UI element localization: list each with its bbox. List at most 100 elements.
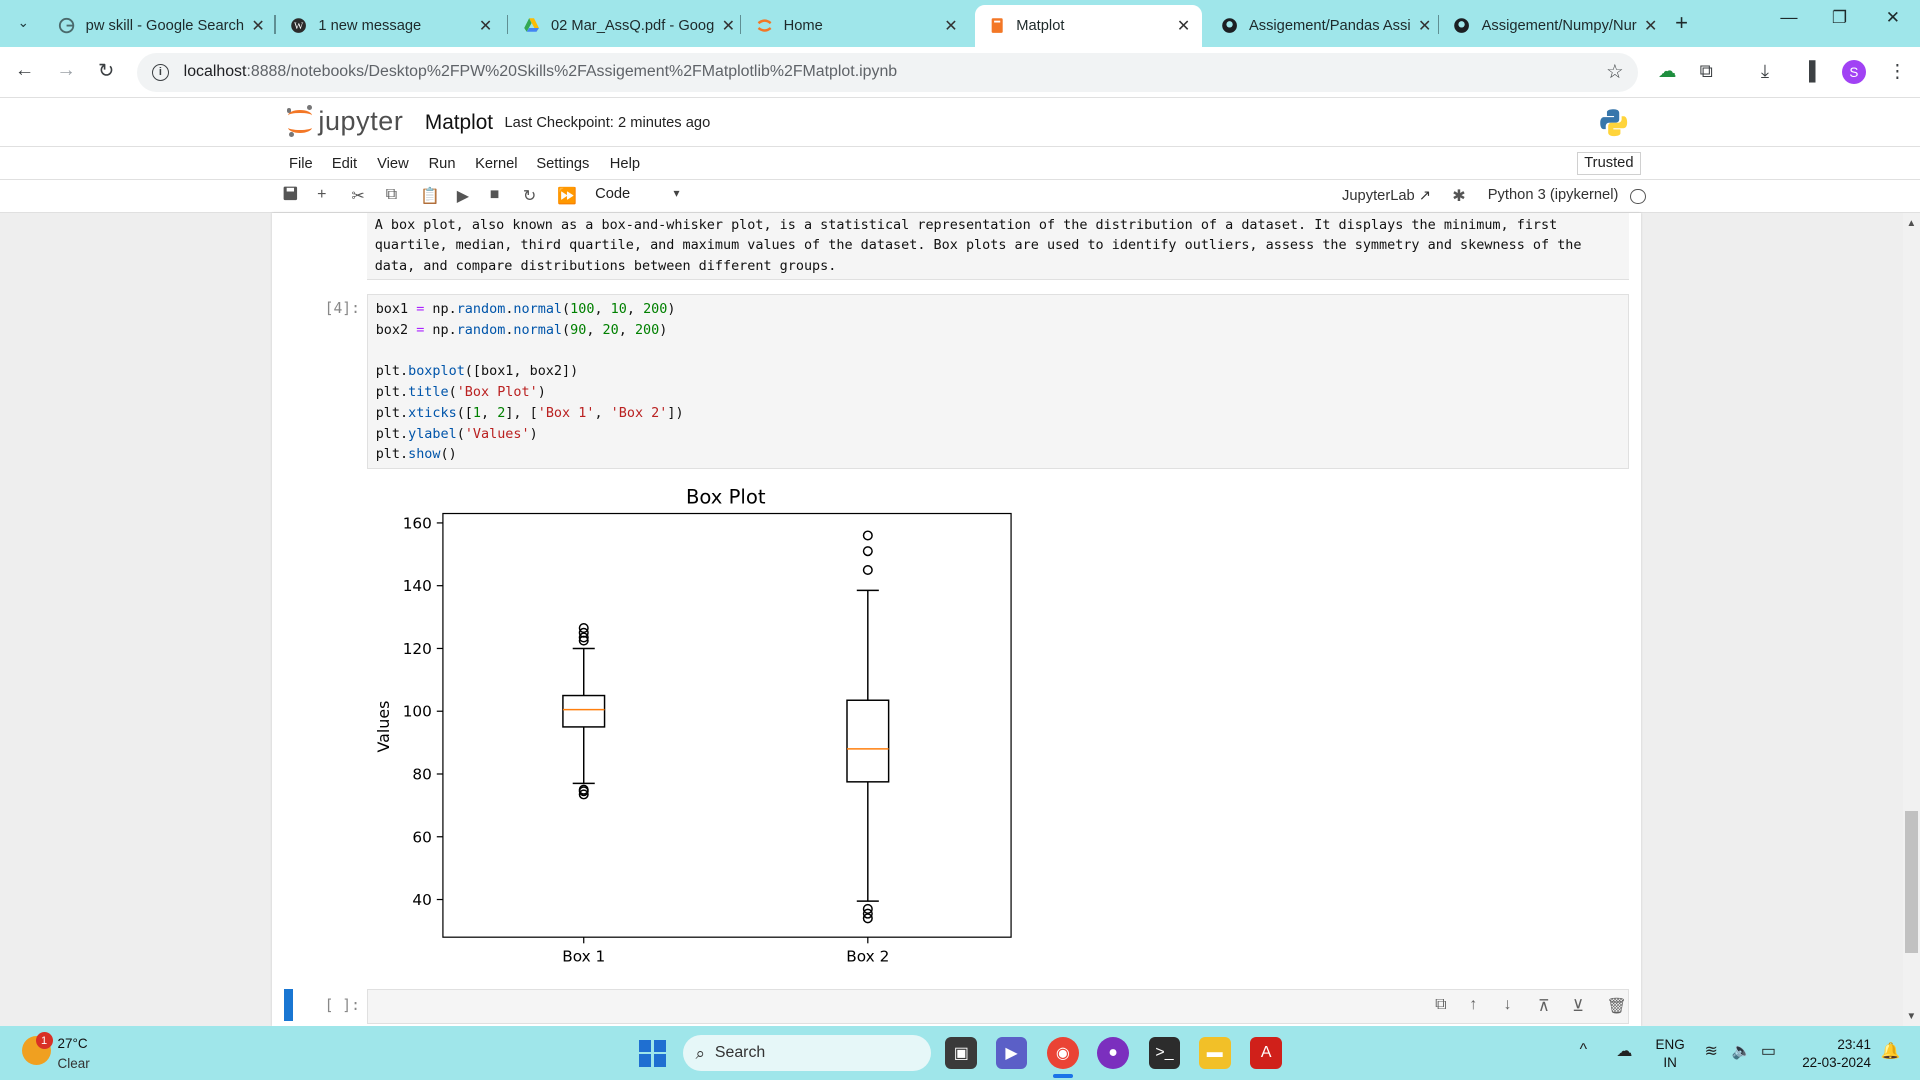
empty-code-cell[interactable] [367,989,1629,1024]
move-down-icon[interactable]: ↓ [1503,995,1512,1013]
close-icon[interactable]: ✕ [251,17,265,35]
new-tab-plus-icon[interactable]: + [1675,9,1688,35]
bookmark-star-icon[interactable]: ☆ [1606,61,1624,84]
system-clock[interactable]: 23:41 22-03-2024 [1793,1036,1871,1073]
download-icon[interactable]: ⤓ [1760,59,1769,81]
wifi-icon[interactable]: ≋ [1704,1042,1718,1060]
jupyter-wordmark: jupyter [318,105,404,136]
extension-cloud-icon[interactable]: ☁ [1657,59,1677,81]
menu-help[interactable]: Help [609,155,641,172]
taskbar-search[interactable]: ⌕ Search [683,1034,931,1072]
profile-avatar[interactable]: S [1841,59,1867,85]
restart-icon[interactable]: ↻ [522,188,537,206]
volume-icon[interactable]: 🔈 [1731,1042,1752,1060]
google-icon [56,16,76,36]
stop-icon[interactable]: ■ [489,186,500,204]
tab-google-drive-pdf[interactable]: 02 Mar_AssQ.pdf - Goog ✕ [509,5,737,47]
scroll-down-icon[interactable]: ▼ [1906,1011,1917,1023]
active-cell-indicator [284,989,293,1022]
cell-type-select[interactable]: Code [595,186,631,203]
show-hidden-icons-chevron-icon[interactable]: ^ [1579,1040,1588,1058]
github-desktop-icon[interactable]: ● [1097,1037,1129,1069]
menu-edit[interactable]: Edit [331,155,358,172]
github-icon [1452,16,1472,36]
close-icon[interactable]: ✕ [1644,17,1658,35]
outlier-point [579,627,590,638]
move-up-icon[interactable]: ↑ [1469,995,1478,1013]
language-indicator[interactable]: ENG IN [1656,1036,1685,1073]
back-arrow-icon[interactable]: ← [14,58,35,81]
jupyterlab-link-label: JupyterLab [1342,188,1415,205]
run-icon[interactable]: ▶ [456,188,469,206]
y-tick-label: 100 [403,702,432,720]
site-info-icon[interactable]: i [151,63,169,81]
delete-cell-icon[interactable]: 🗑 [1606,997,1627,1015]
onedrive-cloud-icon[interactable]: ☁ [1616,1042,1633,1060]
window-close-icon[interactable]: ✕ [1885,7,1901,28]
tab-title: pw skill - Google Search [85,17,245,34]
minimize-icon[interactable]: — [1780,7,1798,28]
code-cell[interactable]: box1 = np.random.normal(100, 10, 200) bo… [367,293,1629,469]
tab-numpy-assignment[interactable]: Assigement/Numpy/Nur ✕ [1440,5,1668,47]
side-panel-icon[interactable]: ▐ [1802,59,1816,81]
insert-above-icon[interactable]: ⊼ [1537,997,1550,1015]
close-icon[interactable]: ✕ [944,17,958,35]
markdown-cell[interactable]: A box plot, also known as a box-and-whis… [367,213,1629,281]
menu-run[interactable]: Run [428,155,456,172]
chrome-icon[interactable]: ◉ [1046,1037,1079,1069]
tab-home[interactable]: Home ✕ [742,5,970,47]
browser-menu-icon[interactable]: ⋮ [1888,59,1907,81]
weather-temperature[interactable]: 27°C [57,1035,88,1051]
x-tick-label: Box 2 [847,947,890,965]
chevron-down-icon[interactable]: ▾ [673,186,680,201]
close-icon[interactable]: ✕ [1176,17,1191,35]
url-text[interactable]: localhost:8888/notebooks/Desktop%2FPW%20… [184,63,1606,81]
jupyter-logo[interactable]: jupyter [286,105,404,138]
notification-badge: 1 [35,1032,53,1050]
copy-icon[interactable]: ⧉ [385,186,398,204]
menu-view[interactable]: View [377,155,409,172]
battery-icon[interactable]: ▭ [1760,1042,1776,1060]
tab-matplot[interactable]: Matplot ✕ [974,4,1203,47]
menu-settings[interactable]: Settings [536,155,590,172]
tab-new-message[interactable]: W 1 new message ✕ [277,5,505,47]
tab-search-chevron-icon[interactable]: ⌄ [17,15,29,31]
extensions-puzzle-icon[interactable]: ⧉ [1699,59,1713,81]
add-cell-icon[interactable]: + [317,186,327,204]
debugger-icon[interactable]: ✱ [1452,188,1466,206]
tab-divider [1437,14,1439,35]
terminal-icon[interactable]: >_ [1148,1037,1181,1069]
tab-google-search[interactable]: pw skill - Google Search ✕ [44,5,272,47]
forward-arrow-icon[interactable]: → [56,58,76,81]
close-icon[interactable]: ✕ [478,17,493,35]
external-link-icon: ↗ [1418,188,1432,205]
notebook-title[interactable]: Matplot [424,111,494,135]
kernel-name[interactable]: Python 3 (ipykernel) [1487,187,1619,204]
acrobat-reader-icon[interactable]: A [1250,1037,1283,1069]
paste-icon[interactable]: 📋 [420,188,440,206]
teams-chat-icon[interactable]: ▶ [995,1037,1028,1069]
start-windows-icon[interactable] [639,1039,667,1067]
notification-bell-icon[interactable]: 🔔 [1880,1042,1901,1060]
duplicate-cell-icon[interactable]: ⧉ [1435,995,1447,1013]
restart-run-all-icon[interactable]: ⏩ [557,188,577,206]
cut-icon[interactable]: ✂ [351,188,365,206]
address-bar[interactable]: i localhost:8888/notebooks/Desktop%2FPW%… [137,52,1639,92]
file-explorer-icon[interactable]: ▬ [1198,1037,1231,1069]
tab-pandas-assignment[interactable]: Assigement/Pandas Assi ✕ [1207,5,1435,47]
trusted-indicator[interactable]: Trusted [1577,151,1641,176]
restore-icon[interactable]: ❐ [1831,7,1848,28]
insert-below-icon[interactable]: ⊻ [1572,997,1584,1015]
scroll-up-icon[interactable]: ▲ [1906,217,1917,229]
reload-icon[interactable]: ↻ [97,59,115,82]
close-icon[interactable]: ✕ [1417,17,1432,35]
weather-description[interactable]: Clear [57,1055,90,1071]
task-view-icon[interactable]: ▣ [945,1037,978,1069]
browser-toolbar: ← → ↻ i localhost:8888/notebooks/Desktop… [0,46,1920,98]
close-icon[interactable]: ✕ [721,17,735,35]
scrollbar-thumb[interactable] [1905,810,1918,953]
menu-kernel[interactable]: Kernel [475,155,518,172]
jupyterlab-link[interactable]: JupyterLab ↗ [1342,187,1431,204]
save-icon[interactable] [283,186,298,206]
menu-file[interactable]: File [288,155,313,172]
